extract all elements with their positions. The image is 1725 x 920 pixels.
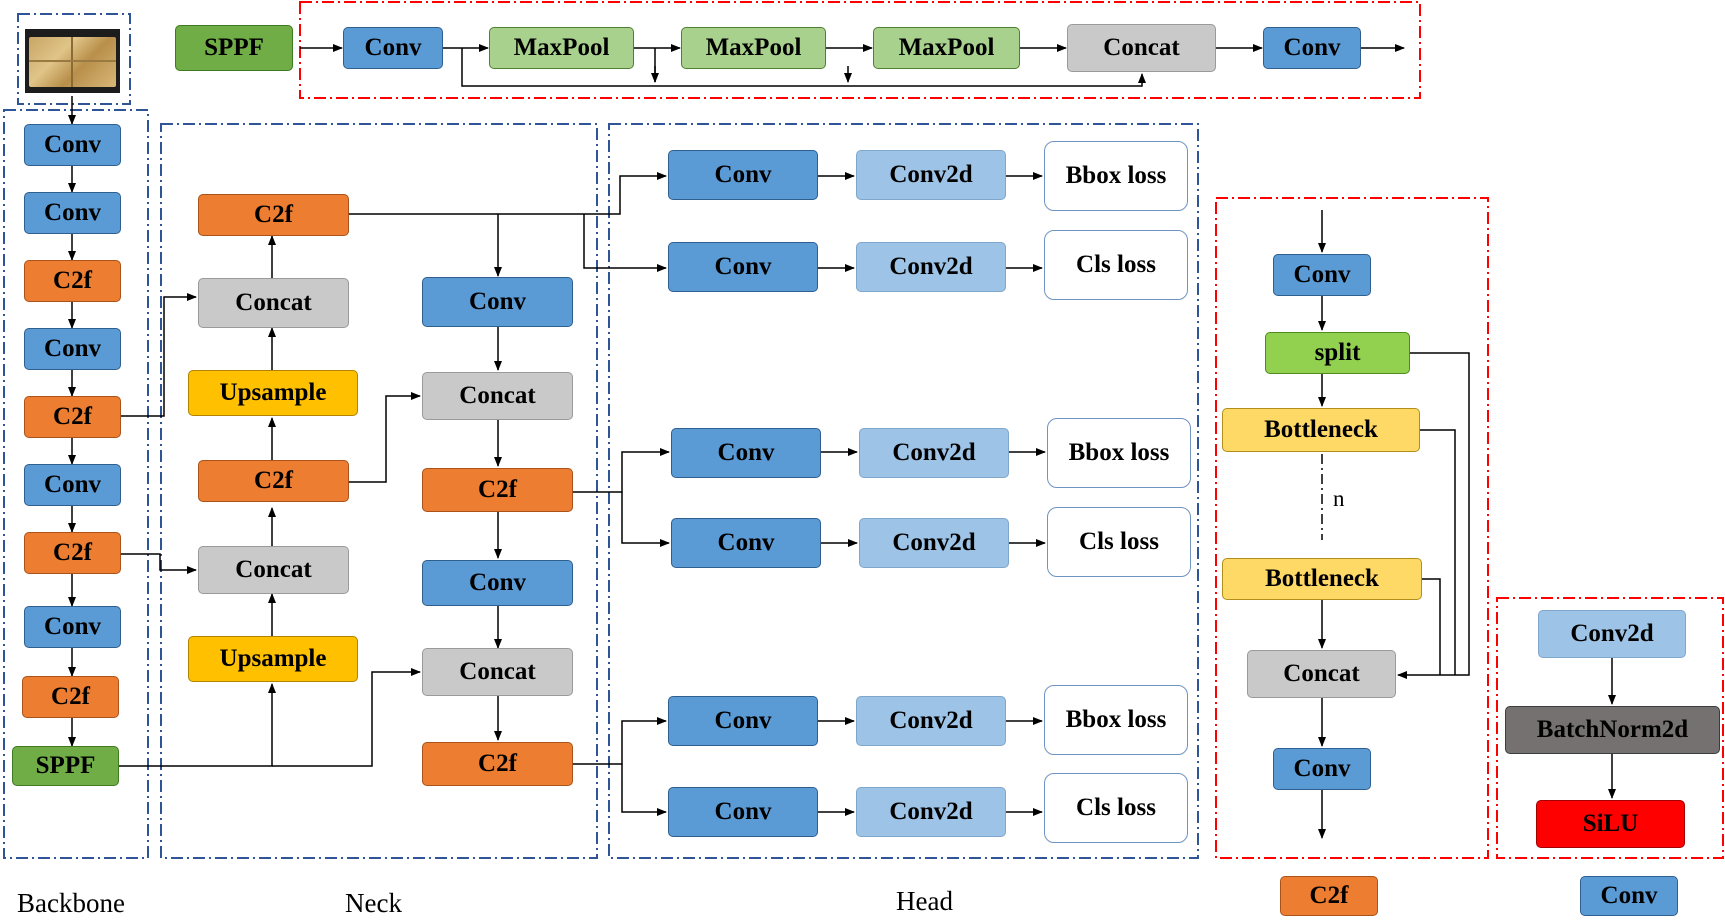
skip-edge	[119, 683, 276, 767]
head-conv2d-node: Conv2d	[856, 787, 1006, 837]
conv-detail-panel	[1496, 597, 1724, 859]
head-conv2d-node: Conv2d	[856, 150, 1006, 200]
neck-upsample-node: Upsample	[188, 636, 358, 682]
sppf-maxpool-node: MaxPool	[489, 27, 634, 69]
neck-c2f-node: C2f	[422, 468, 573, 512]
backbone-panel	[3, 109, 149, 859]
c2f-concat-node: Concat	[1247, 650, 1396, 698]
neck-concat-node: Concat	[422, 648, 573, 696]
c2f-bottleneck-node: Bottleneck	[1222, 408, 1420, 452]
neck-conv-node: Conv	[422, 277, 573, 327]
head-edge	[349, 172, 667, 215]
neck-concat-node: Concat	[422, 372, 573, 420]
sppf-concat-node: Concat	[1067, 24, 1216, 72]
head-conv-node: Conv	[668, 150, 818, 200]
backbone-conv-node: Conv	[24, 124, 121, 166]
head-conv-node: Conv	[668, 787, 818, 837]
head-edge	[621, 764, 667, 816]
backbone-label: Backbone	[17, 888, 125, 918]
neck-c2f-node: C2f	[198, 460, 349, 502]
sppf-maxpool-node: MaxPool	[873, 27, 1020, 69]
input-panel	[17, 13, 131, 105]
sppf-skip-edge	[461, 48, 1146, 87]
sppf-legend-node: SPPF	[175, 25, 293, 71]
head-bbox-loss-node: Bbox loss	[1044, 685, 1188, 755]
head-conv2d-node: Conv2d	[856, 242, 1006, 292]
head-conv2d-node: Conv2d	[856, 696, 1006, 746]
neck-upsample-node: Upsample	[188, 370, 358, 416]
c2f-detail-panel	[1215, 197, 1489, 859]
neck-c2f-node: C2f	[422, 742, 573, 786]
backbone-c2f-node: C2f	[24, 260, 121, 302]
skip-edge	[272, 668, 421, 767]
sppf-maxpool-node: MaxPool	[681, 27, 826, 69]
backbone-conv-node: Conv	[24, 328, 121, 370]
head-conv-node: Conv	[671, 518, 821, 568]
neck-panel	[160, 123, 598, 859]
head-edge	[583, 214, 667, 272]
conv-legend-label: Conv	[1580, 876, 1678, 916]
c2f-bottleneck-node: Bottleneck	[1222, 558, 1422, 600]
backbone-c2f-node: C2f	[24, 396, 121, 438]
backbone-sppf-node: SPPF	[12, 746, 119, 786]
sppf-detail-panel	[299, 1, 1421, 99]
head-cls-loss-node: Cls loss	[1044, 773, 1188, 843]
c2f-conv-out-node: Conv	[1273, 748, 1371, 790]
skip-edge	[121, 293, 197, 417]
sppf-conv-out-node: Conv	[1263, 27, 1361, 69]
head-cls-loss-node: Cls loss	[1044, 230, 1188, 300]
backbone-conv-node: Conv	[24, 464, 121, 506]
backbone-conv-node: Conv	[24, 606, 121, 648]
head-conv2d-node: Conv2d	[859, 518, 1009, 568]
c2f-legend-label: C2f	[1280, 876, 1378, 916]
c2f-skip-edge	[1397, 352, 1470, 679]
neck-c2f-node: C2f	[198, 194, 349, 236]
wood-crack	[29, 60, 116, 62]
backbone-c2f-node: C2f	[22, 676, 119, 718]
neck-concat-node: Concat	[198, 546, 349, 594]
head-cls-loss-node: Cls loss	[1047, 507, 1191, 577]
conv-detail-batchnorm-node: BatchNorm2d	[1505, 706, 1720, 754]
head-conv-node: Conv	[668, 242, 818, 292]
c2f-split-node: split	[1265, 332, 1410, 374]
head-conv2d-node: Conv2d	[859, 428, 1009, 478]
input-image	[25, 26, 120, 96]
c2f-skip-edge	[1422, 578, 1441, 675]
wood-crack	[71, 37, 73, 87]
sppf-conv-in-node: Conv	[343, 27, 443, 69]
head-edge	[572, 717, 667, 765]
neck-conv-node: Conv	[422, 560, 573, 606]
neck-concat-node: Concat	[198, 278, 349, 328]
backbone-c2f-node: C2f	[24, 532, 121, 574]
head-conv-node: Conv	[671, 428, 821, 478]
head-bbox-loss-node: Bbox loss	[1047, 418, 1191, 488]
c2f-repeat-label: n	[1333, 486, 1345, 511]
c2f-conv-in-node: Conv	[1273, 254, 1371, 296]
c2f-skip-edge	[1420, 429, 1456, 675]
neck-edge	[349, 392, 421, 483]
head-edge	[621, 492, 670, 547]
conv-detail-conv2d-node: Conv2d	[1538, 610, 1686, 658]
neck-label: Neck	[345, 888, 402, 918]
head-label: Head	[896, 886, 953, 916]
backbone-conv-node: Conv	[24, 192, 121, 234]
head-edge	[572, 448, 670, 493]
conv-detail-silu-node: SiLU	[1536, 800, 1685, 848]
head-panel	[608, 123, 1199, 859]
head-conv-node: Conv	[668, 696, 818, 746]
skip-edge	[121, 553, 197, 574]
head-bbox-loss-node: Bbox loss	[1044, 141, 1188, 211]
